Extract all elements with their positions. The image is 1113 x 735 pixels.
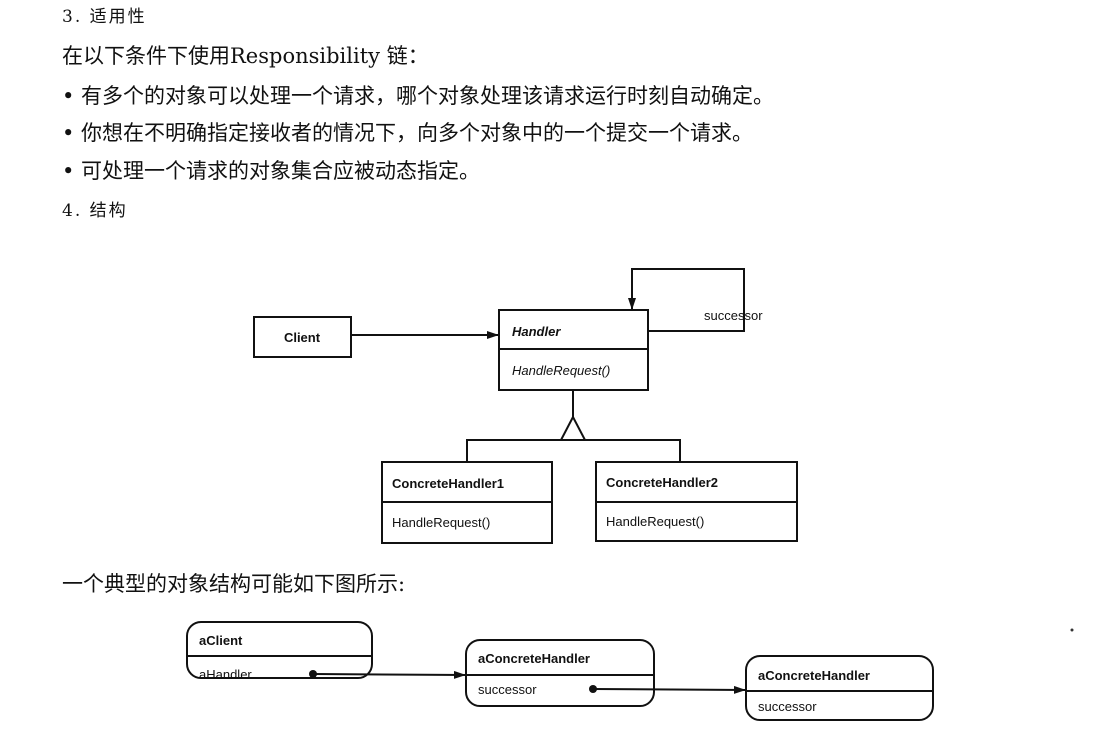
concrete-handler1-method: HandleRequest(): [392, 515, 490, 530]
ahandler-field: aHandler: [199, 667, 252, 682]
concrete-handler2-method: HandleRequest(): [606, 514, 704, 529]
applicability-intro: 在以下条件下使用Responsibility 链：: [62, 44, 429, 68]
bullet-item: • 你想在不明确指定接收者的情况下，向多个对象中的一个提交一个请求。: [62, 121, 754, 145]
aconcretehandler-label: aConcreteHandler: [478, 651, 590, 666]
concrete-handler2-label: ConcreteHandler2: [606, 475, 718, 490]
ahandler-reference: [312, 670, 467, 679]
client-label: Client: [284, 330, 321, 345]
successor-self-association: [628, 268, 745, 332]
section-3-heading: 3. 适用性: [62, 7, 147, 27]
client-class-box: [253, 316, 352, 358]
successor-field: successor: [758, 699, 817, 714]
bullet-item: • 可处理一个请求的对象集合应被动态指定。: [62, 159, 481, 183]
aconcretehandler-label: aConcreteHandler: [758, 668, 870, 683]
bullet-item: • 有多个的对象可以处理一个请求，哪个对象处理该请求运行时刻自动确定。: [62, 84, 775, 108]
object-structure-caption: 一个典型的对象结构可能如下图所示:: [62, 572, 406, 596]
aclient-object-box: [186, 621, 373, 679]
inheritance-triangle: [559, 414, 587, 441]
aconcretehandler-object-box: [745, 655, 934, 721]
handler-method: HandleRequest(): [512, 363, 610, 378]
aconcretehandler-object-box: [465, 639, 655, 707]
successor-reference: [592, 685, 747, 694]
handler-label: Handler: [512, 324, 561, 339]
section-4-heading: 4. 结构: [62, 201, 128, 221]
aclient-label: aClient: [199, 633, 243, 648]
successor-label: successor: [704, 308, 763, 323]
successor-field: successor: [478, 682, 537, 697]
concrete-handler1-label: ConcreteHandler1: [392, 476, 504, 491]
